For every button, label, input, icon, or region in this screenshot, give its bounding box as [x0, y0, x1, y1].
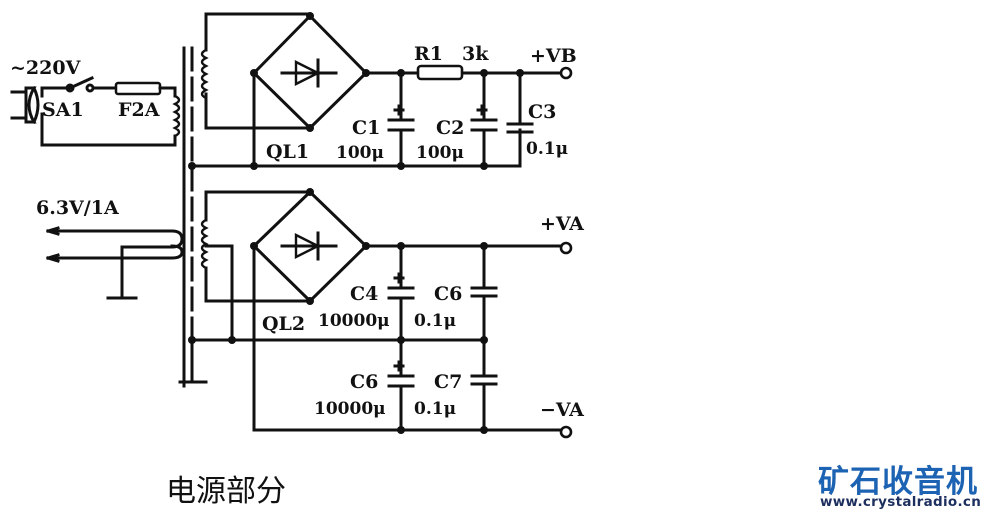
- secondary2-top-wire: [204, 190, 312, 222]
- bridge-ql1: [250, 12, 370, 132]
- va-neg-output-label: −VA: [540, 399, 584, 421]
- capacitor-c2-label: C2: [436, 117, 464, 139]
- capacitor-c7-label: C7: [434, 371, 462, 393]
- watermark-url: www.crystalradio.cn: [820, 494, 982, 510]
- switch-sa1-label: SA1: [42, 99, 84, 121]
- capacitor-c1-label: C1: [352, 117, 380, 139]
- resistor-r1-label: R1: [414, 43, 443, 65]
- capacitor-c2-value: 100μ: [416, 143, 464, 163]
- mains-plug-icon: [10, 86, 40, 124]
- center-tap-wire: [204, 244, 234, 342]
- capacitor-c2-icon: [470, 71, 498, 168]
- watermark-brand: 矿石收音机: [818, 464, 978, 500]
- resistor-r1-icon: [416, 64, 464, 81]
- bridge-ql2: [250, 188, 370, 305]
- mains-wire-top: [40, 86, 70, 98]
- va-neg-rail: [252, 244, 562, 432]
- capacitor-c6-upper-value: 0.1μ: [414, 311, 456, 331]
- mains-voltage-label: ~220V: [10, 57, 82, 79]
- diagram-caption: 电源部分: [166, 474, 286, 509]
- bridge-ql2-label: QL2: [262, 313, 305, 335]
- capacitor-c4-icon: [387, 244, 415, 342]
- capacitor-c3-label: C3: [528, 101, 556, 123]
- heater-winding: [46, 226, 184, 300]
- mains-wire-bottom: [40, 112, 177, 147]
- capacitor-c6-lower-value: 10000μ: [314, 399, 386, 419]
- capacitor-c1-icon: [387, 71, 415, 168]
- va-neg-output-terminal: [559, 425, 573, 439]
- mains-wire-fuse-out: [158, 86, 177, 98]
- ground-symbol-icon: [178, 338, 208, 384]
- capacitor-c1-value: 100μ: [336, 143, 384, 163]
- capacitor-c4-label: C4: [350, 283, 378, 305]
- primary-winding-icon: [172, 94, 181, 138]
- capacitor-c7-value: 0.1μ: [414, 399, 456, 419]
- secondary2-winding-icon: [200, 218, 209, 270]
- secondary2-bottom-wire: [204, 266, 312, 303]
- resistor-r1-value: 3k: [462, 43, 489, 65]
- va-pos-output-terminal: [559, 241, 573, 255]
- va-pos-output-label: +VA: [540, 213, 584, 235]
- bridge-ql1-label: QL1: [266, 141, 309, 163]
- capacitor-c6-upper-label: C6: [434, 283, 462, 305]
- secondary1-winding-icon: [200, 48, 209, 100]
- capacitor-c6-upper-icon: [470, 244, 498, 342]
- capacitor-c4-value: 10000μ: [318, 311, 390, 331]
- secondary1-wire: [204, 12, 312, 130]
- fuse-f2a-text: F2A: [118, 99, 160, 121]
- vb-output-label: +VB: [530, 45, 577, 67]
- capacitor-c6-lower-icon: [387, 338, 415, 432]
- capacitor-c3-icon: [506, 71, 534, 142]
- vb-output-terminal: [559, 66, 573, 80]
- capacitor-c3-value: 0.1μ: [526, 139, 568, 159]
- capacitor-c6-lower-label: C6: [350, 371, 378, 393]
- heater-winding-label: 6.3V/1A: [36, 197, 119, 219]
- vb-ground-rail: [190, 128, 522, 168]
- capacitor-c7-icon: [470, 338, 498, 432]
